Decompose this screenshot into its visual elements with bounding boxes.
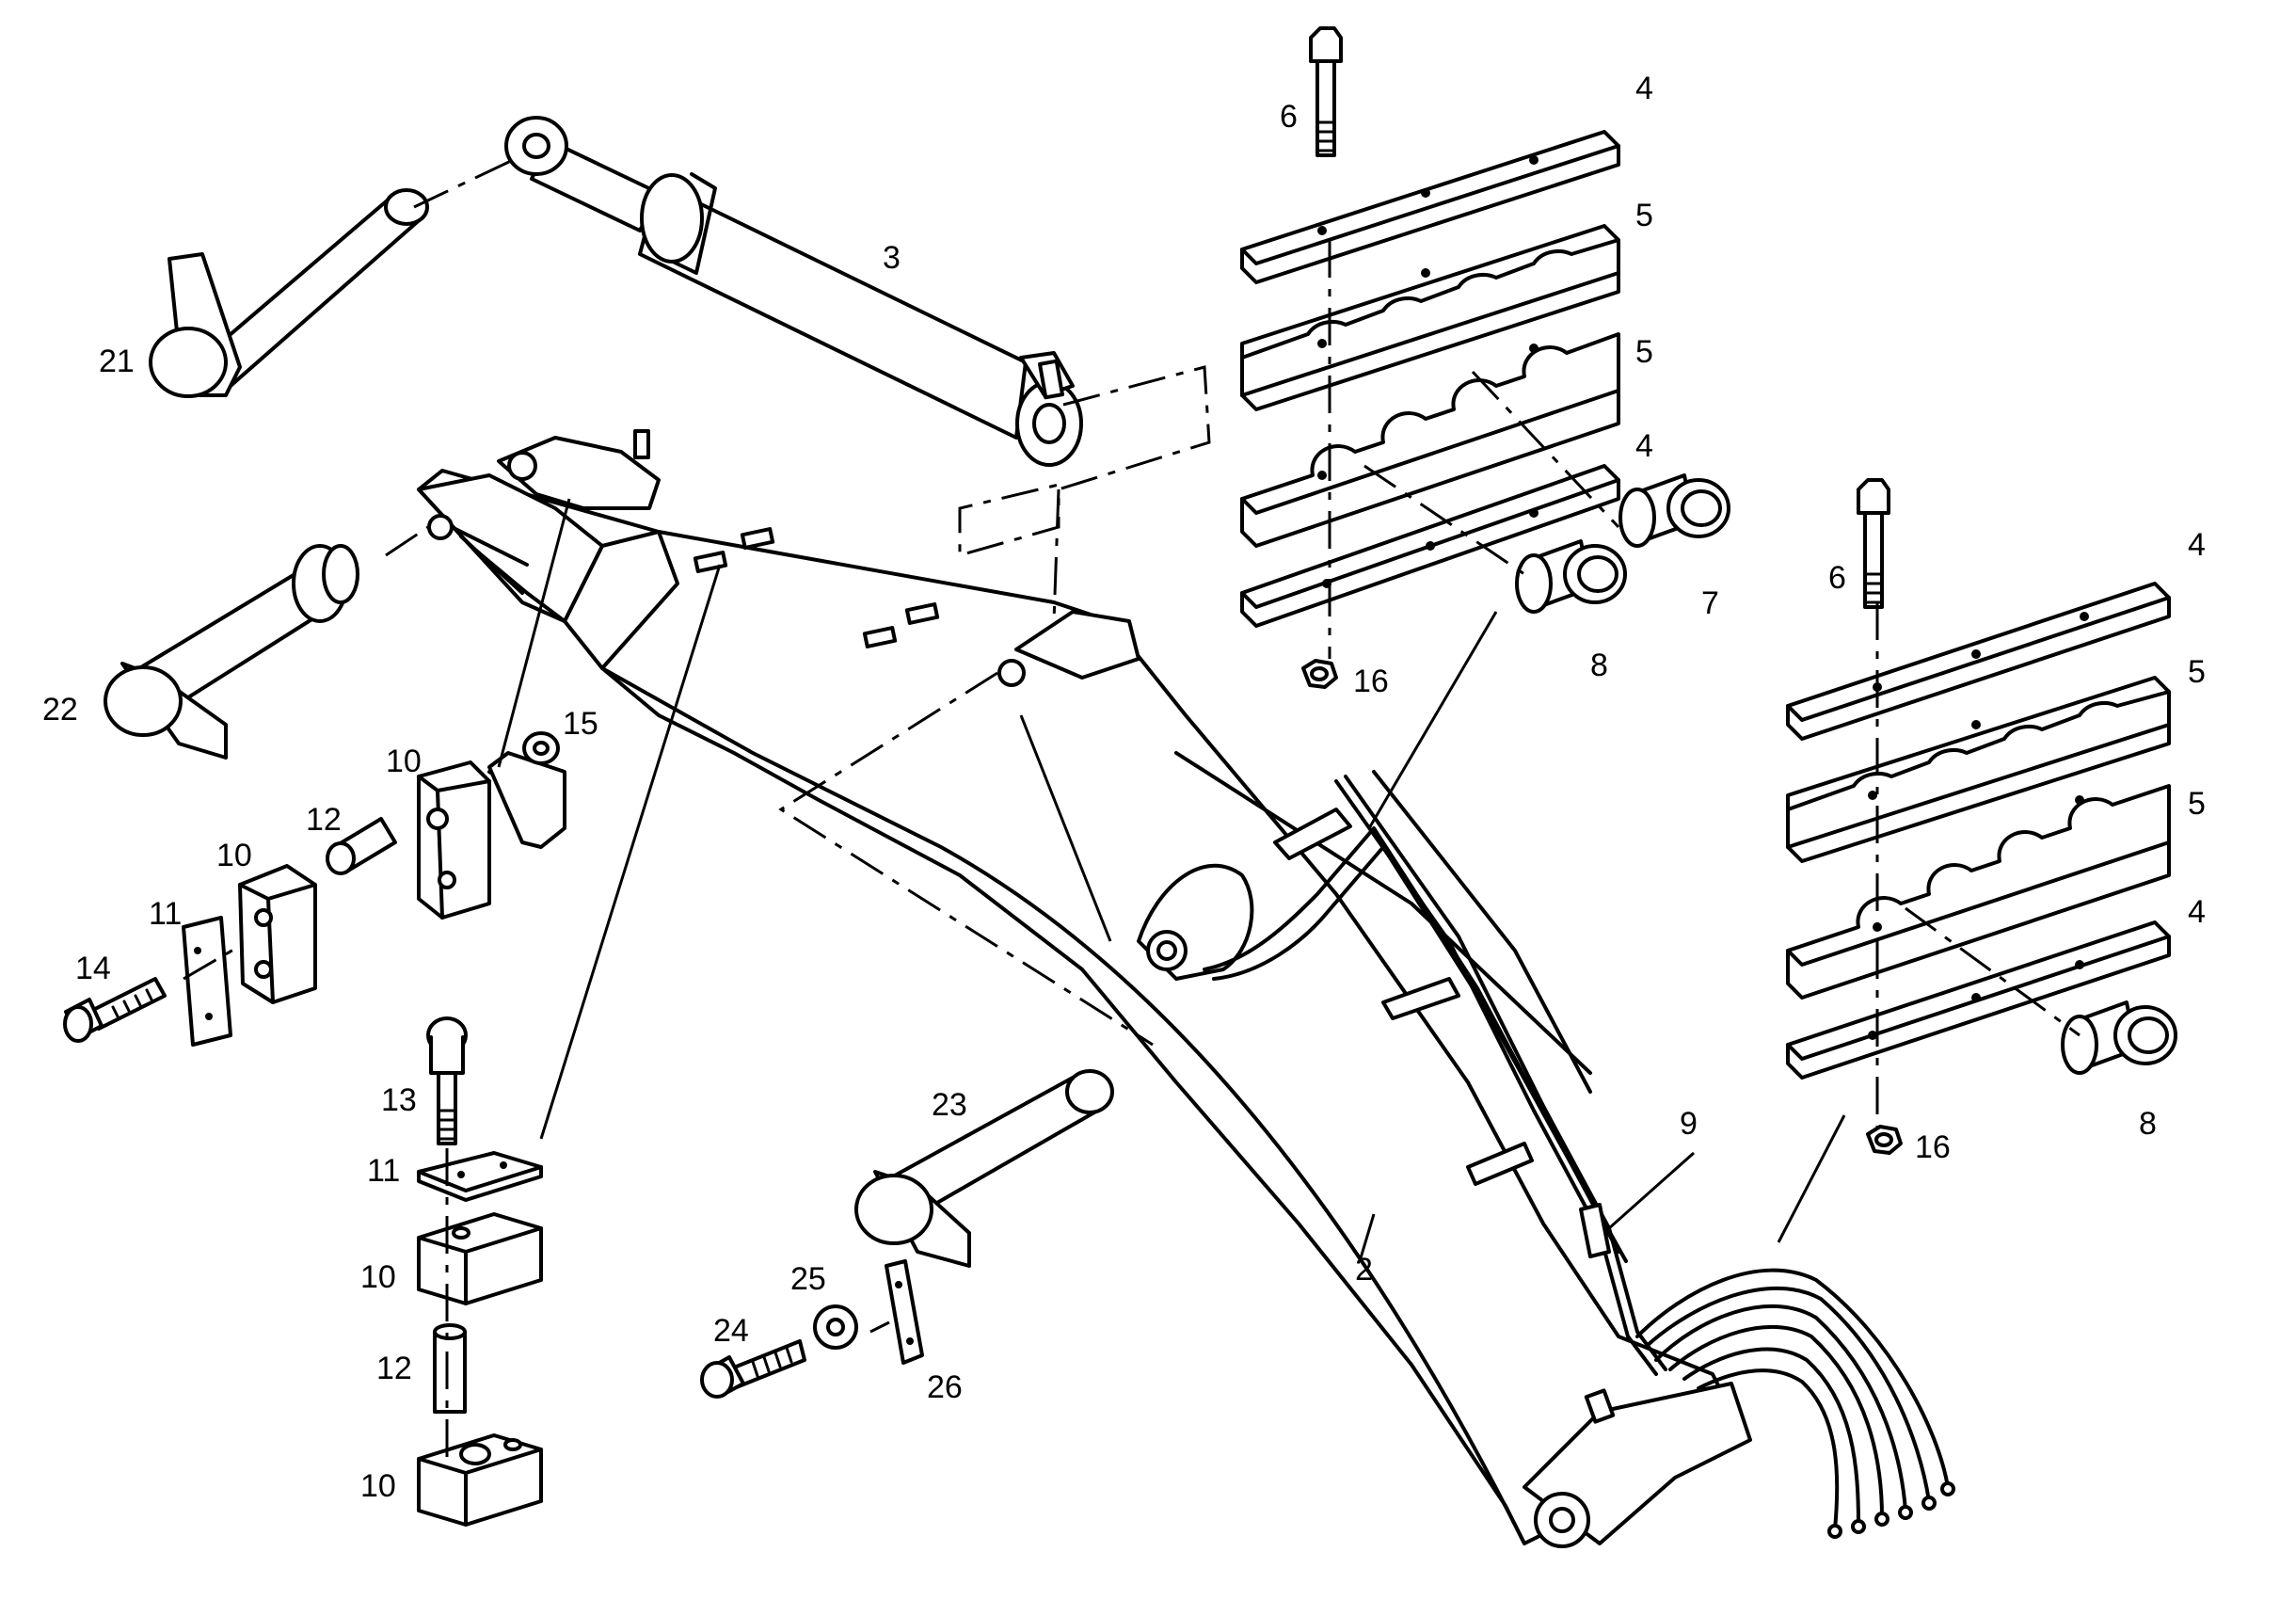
callout-11: 11 [149, 896, 182, 932]
callout-23: 23 [932, 1087, 967, 1123]
callout-4: 4 [2188, 527, 2206, 563]
callout-16: 16 [1353, 664, 1389, 699]
assembly-lines [183, 158, 2081, 1468]
leader-lines [497, 498, 1846, 1262]
callout-numbers: 21 3 22 10 15 12 10 11 14 13 11 10 12 10… [42, 71, 2206, 1504]
callout-6: 6 [1280, 99, 1298, 135]
callout-10: 10 [216, 838, 252, 873]
callout-15: 15 [563, 706, 598, 742]
hose-bundle [1635, 1268, 1955, 1539]
callout-8: 8 [1590, 648, 1608, 683]
callout-11: 11 [367, 1153, 400, 1189]
callout-5: 5 [1635, 198, 1653, 233]
callout-5: 5 [2188, 786, 2206, 822]
callout-16: 16 [1915, 1129, 1951, 1165]
callout-12: 12 [306, 802, 342, 838]
boom-assembly [417, 429, 1955, 1548]
boom-cylinder [504, 116, 1083, 467]
clamp-group-upper [63, 731, 566, 1047]
callout-2: 2 [1355, 1252, 1373, 1288]
washer-25 [813, 1304, 858, 1350]
callout-10: 10 [360, 1468, 396, 1504]
pin-21 [149, 188, 429, 398]
plate-26 [885, 1259, 924, 1365]
callout-5: 5 [2188, 654, 2206, 690]
callout-13: 13 [381, 1082, 417, 1118]
callout-6: 6 [1828, 560, 1846, 596]
pin-22 [104, 544, 359, 760]
pin-23 [854, 1069, 1114, 1268]
callout-10: 10 [386, 744, 422, 779]
callout-8: 8 [2139, 1106, 2157, 1142]
bolt-24 [700, 1339, 806, 1399]
callout-21: 21 [99, 344, 135, 379]
callout-7: 7 [1701, 585, 1719, 621]
callout-10: 10 [360, 1259, 396, 1295]
callout-4: 4 [2188, 894, 2206, 930]
callout-9: 9 [1680, 1106, 1698, 1142]
callout-5: 5 [1635, 334, 1653, 370]
callout-24: 24 [713, 1313, 749, 1349]
clamp-stack-lower-right [1786, 478, 2177, 1155]
callout-3: 3 [883, 240, 901, 276]
callout-22: 22 [42, 692, 78, 728]
clamp-group-lower [417, 1016, 543, 1527]
callout-25: 25 [790, 1261, 826, 1297]
callout-26: 26 [927, 1369, 963, 1405]
callout-12: 12 [376, 1351, 412, 1386]
callout-4: 4 [1635, 71, 1653, 106]
callout-14: 14 [75, 951, 111, 986]
clamp-stack-upper-right [1240, 26, 1730, 689]
callout-4: 4 [1635, 428, 1653, 464]
